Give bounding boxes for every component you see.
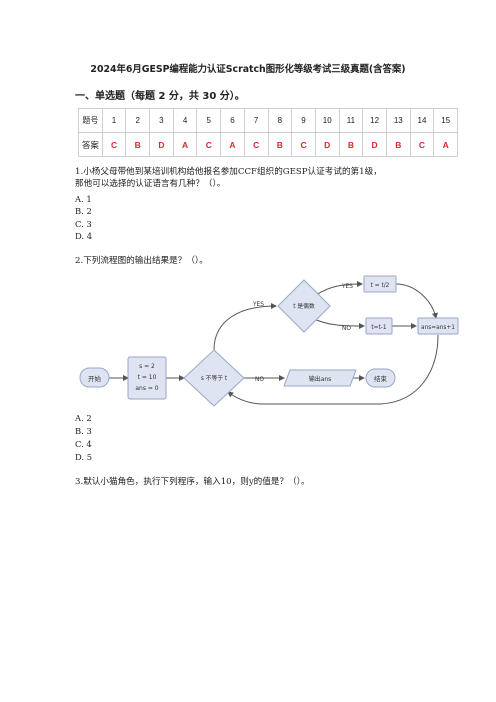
question-number-cell: 10 — [314, 108, 340, 133]
answer-cell: D — [362, 132, 387, 157]
odd-action-label: t=t-1 — [371, 325, 386, 331]
question-number-cell: 2 — [125, 108, 151, 133]
question-2-stem: 2.下列流程图的输出结果是？（）。 — [75, 256, 208, 266]
answer-cell: A — [220, 132, 245, 157]
question-number-cell: 15 — [433, 108, 458, 133]
question-2-option-d: D. 5 — [75, 452, 93, 462]
question-3-stem: 3.默认小猫角色，执行下列程序，输入10，则y的值是？（）。 — [75, 477, 310, 487]
yes-label-loop: YES — [252, 302, 264, 308]
question-2-option-a: A. 2 — [75, 413, 92, 423]
answer-table: 题号 1 2 3 4 5 6 7 8 9 10 11 12 13 14 15 答… — [78, 108, 458, 157]
question-2-option-c: C. 4 — [75, 439, 92, 449]
init-line-ans: ans = 0 — [135, 385, 158, 392]
row-label-number: 题号 — [78, 108, 103, 133]
answer-cell: C — [291, 132, 316, 157]
question-1-stem-line-1: 1.小杨父母带他到某培训机构给他报名参加CCF组织的GESP认证考试的第1级， — [75, 167, 382, 177]
question-number-cell: 11 — [338, 108, 364, 133]
flow-arrow — [395, 283, 438, 319]
end-label: 结束 — [374, 374, 388, 383]
flow-arrow — [315, 281, 363, 296]
question-2-option-b: B. 3 — [75, 426, 92, 436]
start-node — [79, 367, 110, 388]
question-1-option-d: D. 4 — [75, 231, 93, 241]
question-number-cell: 13 — [385, 108, 411, 133]
question-1-option-a: A. 1 — [75, 194, 92, 204]
yes-label-branch: YES — [341, 284, 353, 290]
answer-cell: D — [314, 132, 340, 157]
flow-arrow — [311, 317, 365, 329]
no-label-branch: NO — [342, 326, 351, 332]
branch-condition-node — [277, 279, 331, 333]
section-heading: 一、单选题（每题 2 分，共 30 分）。 — [75, 91, 245, 102]
answer-cell: A — [433, 132, 458, 157]
answer-cell: A — [172, 132, 198, 157]
even-action-label: t = t/2 — [371, 283, 390, 289]
question-number-cell: 7 — [243, 108, 269, 133]
loop-condition-node — [183, 349, 245, 407]
loop-condition-label: s 不等于 t — [201, 374, 228, 382]
answer-cell: B — [338, 132, 364, 157]
output-node — [283, 369, 357, 387]
question-number-cell: 14 — [409, 108, 435, 133]
answer-cell: B — [125, 132, 151, 157]
even-action-node — [363, 275, 397, 293]
odd-action-node — [365, 317, 393, 335]
question-number-cell: 9 — [291, 108, 316, 133]
answer-cell: B — [385, 132, 411, 157]
question-1-stem-line-2: 那他可以选择的认证语言有几种？（）。 — [75, 179, 226, 189]
start-label: 开始 — [88, 374, 102, 383]
init-line-s: s = 2 — [139, 363, 155, 370]
question-1-option-c: C. 3 — [75, 219, 92, 229]
output-label: 输出ans — [309, 375, 332, 383]
end-node — [365, 368, 396, 388]
increment-node — [417, 317, 459, 335]
flow-arrow — [213, 303, 277, 351]
flow-arrow — [227, 334, 439, 405]
answer-cell: C — [101, 132, 127, 157]
answer-key-row: 答案 C B D A C A C B C D B D B C A — [78, 132, 458, 157]
question-1-option-b: B. 2 — [75, 206, 92, 216]
row-label-answer: 答案 — [78, 132, 103, 157]
increment-label: ans=ans+1 — [421, 325, 455, 331]
no-label-loop: NO — [255, 377, 264, 383]
answer-cell: B — [267, 132, 293, 157]
init-node — [127, 356, 167, 400]
document-title: 2024年6月GESP编程能力认证Scratch图形化等级考试三级真题(含答案) — [90, 64, 406, 75]
init-line-t: t = 10 — [138, 374, 157, 381]
answer-cell: C — [243, 132, 269, 157]
branch-condition-label: t 是偶数 — [293, 302, 315, 310]
answer-cell: C — [409, 132, 435, 157]
